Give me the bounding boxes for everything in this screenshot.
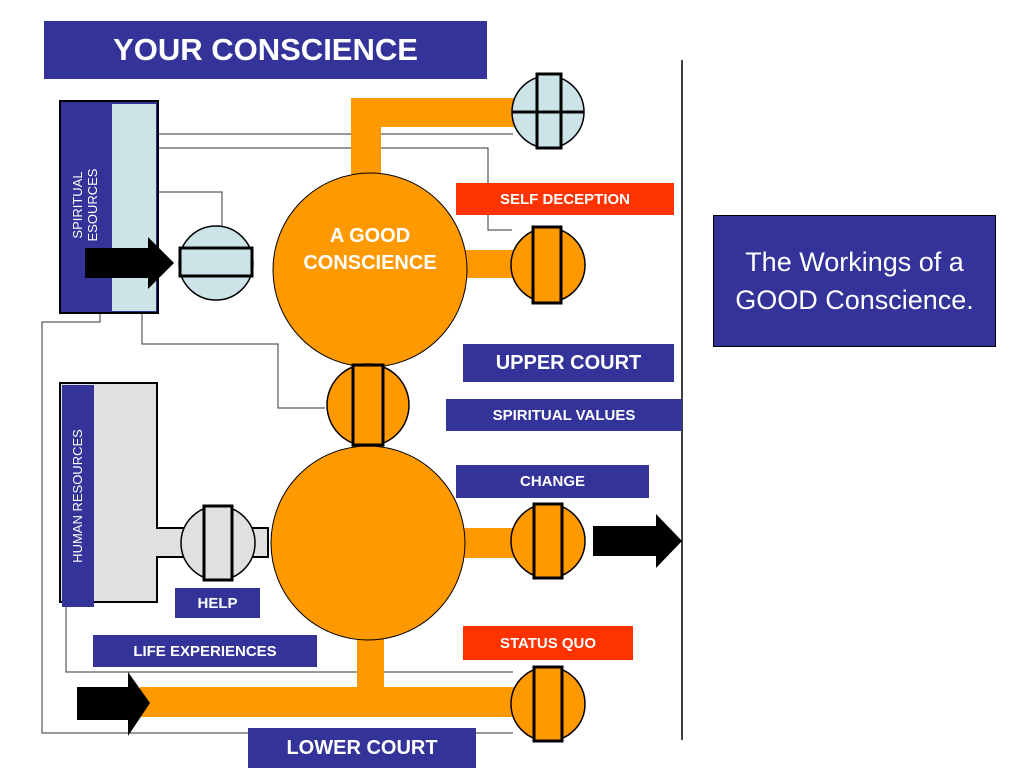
valve-help bbox=[180, 504, 256, 582]
valve-change bbox=[510, 502, 586, 580]
spiritual-resources-line-2: ESOURCES bbox=[85, 168, 100, 242]
arrow-spiritual-input bbox=[85, 237, 174, 289]
good-conscience-line-2: CONSCIENCE bbox=[303, 252, 437, 274]
status-quo-label: STATUS QUO bbox=[463, 626, 633, 660]
valve-spiritual-inlet bbox=[178, 225, 254, 301]
upper-court-label: UPPER COURT bbox=[463, 344, 674, 382]
spiritual-resources-label: SPIRITUAL ESOURCES bbox=[70, 155, 102, 255]
valve-spiritual-values bbox=[326, 363, 410, 447]
help-label: HELP bbox=[175, 588, 260, 618]
lower-court-label: LOWER COURT bbox=[248, 728, 476, 768]
lower-chamber bbox=[270, 445, 466, 641]
arrow-change-output bbox=[593, 514, 682, 568]
spiritual-resources-line-1: SPIRITUAL bbox=[70, 171, 85, 239]
workings-note: The Workings of a GOOD Conscience. bbox=[713, 215, 996, 347]
arrow-life-experiences-input bbox=[77, 672, 150, 736]
valve-top bbox=[511, 72, 585, 150]
valve-self-deception bbox=[510, 225, 586, 305]
good-conscience-line-1: A GOOD bbox=[329, 225, 411, 247]
spiritual-values-label: SPIRITUAL VALUES bbox=[446, 399, 682, 431]
change-label: CHANGE bbox=[456, 465, 649, 498]
valve-status-quo bbox=[510, 665, 586, 743]
self-deception-label: SELF DECEPTION bbox=[456, 183, 674, 215]
life-experiences-label: LIFE EXPERIENCES bbox=[93, 635, 317, 667]
good-conscience-label: A GOOD CONSCIENCE bbox=[275, 223, 465, 277]
page-title: YOUR CONSCIENCE bbox=[44, 21, 487, 79]
human-resources-label: HUMAN RESOURCES bbox=[70, 429, 85, 563]
